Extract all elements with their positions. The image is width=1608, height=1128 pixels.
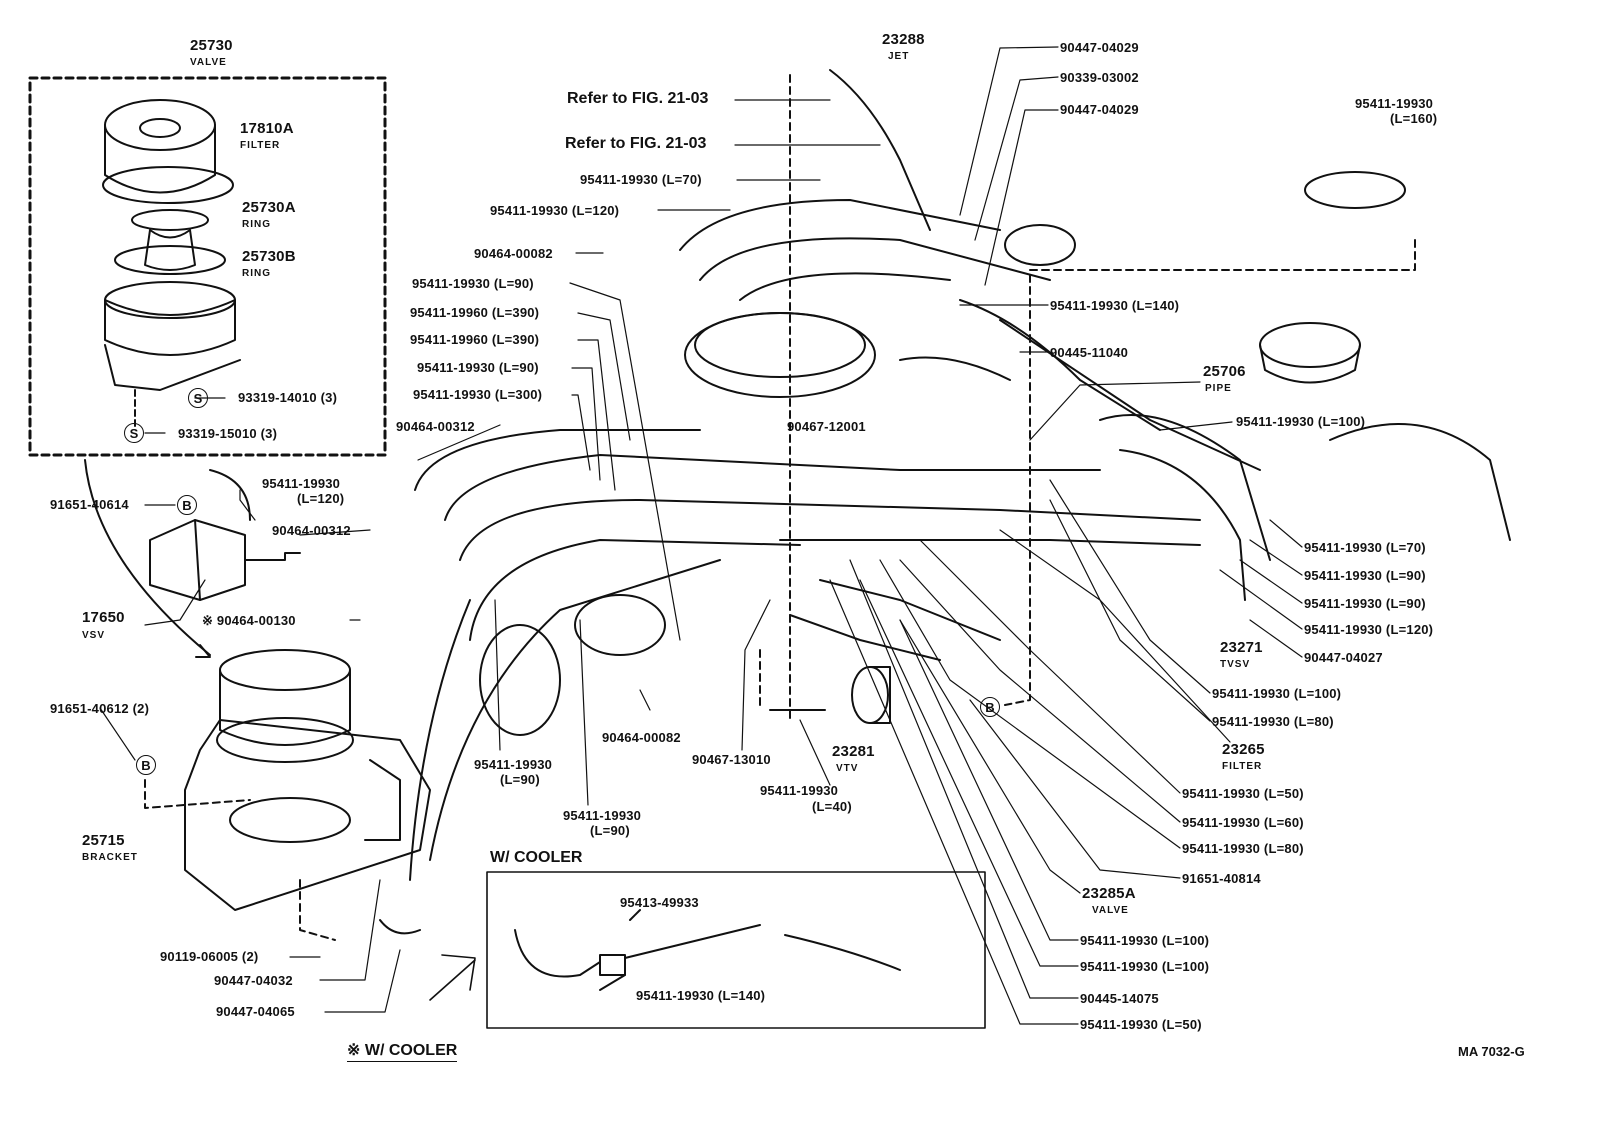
- clip-90339-03002-label: 90339-03002: [1060, 70, 1139, 85]
- clamp-90447-04029-b-label: 90447-04029: [1060, 102, 1139, 117]
- valve-part-name: VALVE: [190, 57, 227, 68]
- hose-l70-top-label: 95411-19930 (L=70): [580, 172, 702, 187]
- hose-l100-mid-label: 95411-19930 (L=100): [1212, 686, 1342, 701]
- hose-l90-right-a-label: 95411-19930 (L=90): [1304, 568, 1426, 583]
- b-mark-circle: B: [136, 755, 156, 775]
- refer-fig-21-03-lower: Refer to FIG. 21-03: [565, 135, 707, 152]
- hose-l40-length: (L=40): [812, 799, 852, 814]
- hose-l120-right-label: 95411-19930 (L=120): [1304, 622, 1434, 637]
- hose-l80-b-label: 95411-19930 (L=80): [1182, 841, 1304, 856]
- valve-exploded-parts: [102, 99, 241, 431]
- refer-fig-21-03-upper: Refer to FIG. 21-03: [567, 90, 709, 107]
- filter2-part-name: FILTER: [1222, 761, 1263, 772]
- clamp-90447-04032-label: 90447-04032: [214, 973, 293, 988]
- hose-90445-11040-label: 90445-11040: [1050, 345, 1129, 360]
- hose-l390-a-label: 95411-19960 (L=390): [410, 305, 540, 320]
- filter-part-name: FILTER: [240, 140, 281, 151]
- vsv-part-name: VSV: [82, 630, 106, 641]
- hose-l90-right-b-label: 95411-19930 (L=90): [1304, 596, 1426, 611]
- clip-90467-12001-label: 90467-12001: [787, 419, 866, 434]
- jet-part-name: JET: [888, 51, 910, 62]
- vtv-part-name: VTV: [836, 763, 859, 774]
- hose-l90-bot-a-label: 95411-19930: [474, 757, 553, 772]
- hose-l160-label: 95411-19930: [1355, 96, 1434, 111]
- hose-l50-a-label: 95411-19930 (L=50): [1182, 786, 1304, 801]
- pipe-part-number: 25706: [1203, 363, 1246, 380]
- vtv-part: [769, 666, 891, 724]
- engine-body: [479, 171, 1511, 736]
- bolt-91651-40612-label: 91651-40612 (2): [50, 701, 150, 716]
- b-mark-circle: B: [980, 697, 1000, 717]
- valve2-part-number: 23285A: [1082, 885, 1136, 902]
- clip-90464-00312-b-label: 90464-00312: [396, 419, 475, 434]
- valve2-part-name: VALVE: [1092, 905, 1129, 916]
- pipe-part-name: PIPE: [1205, 383, 1232, 394]
- hose-l100-b-label: 95411-19930 (L=100): [1080, 933, 1210, 948]
- vtv-part-number: 23281: [832, 743, 875, 760]
- b-mark-circle: B: [177, 495, 197, 515]
- hose-l80-mid-label: 95411-19930 (L=80): [1212, 714, 1334, 729]
- hose-l120-left-label: 95411-19930: [262, 476, 341, 491]
- filter2-part-number: 23265: [1222, 741, 1265, 758]
- hose-l90-a-label: 95411-19930 (L=90): [412, 276, 534, 291]
- hose-l100-right-label: 95411-19930 (L=100): [1236, 414, 1366, 429]
- hose-l90-bot-b-length: (L=90): [590, 823, 630, 838]
- clip-90464-00082-bot-label: 90464-00082: [602, 730, 681, 745]
- clip-90464-00312-label: 90464-00312: [272, 523, 351, 538]
- cooler-box-title: W/ COOLER: [490, 849, 583, 866]
- bracket-part-name: BRACKET: [82, 852, 138, 863]
- cooler-box-hoses: [514, 909, 901, 991]
- hose-l300-label: 95411-19930 (L=300): [413, 387, 543, 402]
- hose-l390-b-label: 95411-19960 (L=390): [410, 332, 540, 347]
- vsv-part-number: 17650: [82, 609, 125, 626]
- ring-a-part-name: RING: [242, 219, 271, 230]
- hose-l70-right-label: 95411-19930 (L=70): [1304, 540, 1426, 555]
- bracket-part-number: 25715: [82, 832, 125, 849]
- hose-l120-top-label: 95411-19930 (L=120): [490, 203, 620, 218]
- clamp-90447-04027-label: 90447-04027: [1304, 650, 1383, 665]
- filter-part-number: 17810A: [240, 120, 294, 137]
- hose-90445-14075-label: 90445-14075: [1080, 991, 1159, 1006]
- valve-part-number: 25730: [190, 37, 233, 54]
- ring-b-part-number: 25730B: [242, 248, 296, 265]
- ring-a-part-number: 25730A: [242, 199, 296, 216]
- bolt-91651-40814-label: 91651-40814: [1182, 871, 1261, 886]
- screw-93319-14010-label: 93319-14010 (3): [238, 390, 338, 405]
- clamp-90447-04029-a-label: 90447-04029: [1060, 40, 1139, 55]
- hose-l140-box-label: 95411-19930 (L=140): [636, 988, 766, 1003]
- s-mark-circle: S: [124, 423, 144, 443]
- tvsv-part-name: TVSV: [1220, 659, 1251, 670]
- clamp-90447-04065-label: 90447-04065: [216, 1004, 295, 1019]
- hose-l120-left-length: (L=120): [297, 491, 345, 506]
- hose-l90-bot-a-length: (L=90): [500, 772, 540, 787]
- ring-b-part-name: RING: [242, 268, 271, 279]
- hose-l90-bot-b-label: 95411-19930: [563, 808, 642, 823]
- tvsv-part-number: 23271: [1220, 639, 1263, 656]
- jet-part-number: 23288: [882, 31, 925, 48]
- hose-l160-length: (L=160): [1390, 111, 1438, 126]
- pointer-arrow-curve: [84, 459, 211, 656]
- s-mark-circle: S: [188, 388, 208, 408]
- clip-90467-13010-label: 90467-13010: [692, 752, 771, 767]
- clip-90464-00082-top-label: 90464-00082: [474, 246, 553, 261]
- valve-group-dashed-box: [28, 76, 387, 457]
- cooler-box-border: [486, 871, 986, 1029]
- hose-l40-label: 95411-19930: [760, 783, 839, 798]
- cooler-note-label: ※ W/ COOLER: [347, 1040, 458, 1062]
- clip-90464-00130-label: ※ 90464-00130: [202, 613, 296, 628]
- canister-part: [184, 649, 431, 911]
- screw-93319-15010-label: 93319-15010 (3): [178, 426, 278, 441]
- bolt-91651-40614-label: 91651-40614: [50, 497, 129, 512]
- engine-hoses: [379, 69, 1271, 935]
- hose-l60-label: 95411-19930 (L=60): [1182, 815, 1304, 830]
- hose-l50-b-label: 95411-19930 (L=50): [1080, 1017, 1202, 1032]
- hose-l100-c-label: 95411-19930 (L=100): [1080, 959, 1210, 974]
- hose-l90-b-label: 95411-19930 (L=90): [417, 360, 539, 375]
- hose-95413-49933-label: 95413-49933: [620, 895, 699, 910]
- bolt-90119-06005-label: 90119-06005 (2): [160, 949, 259, 964]
- hose-l140-right-label: 95411-19930 (L=140): [1050, 298, 1180, 313]
- figure-code: MA 7032-G: [1458, 1044, 1525, 1059]
